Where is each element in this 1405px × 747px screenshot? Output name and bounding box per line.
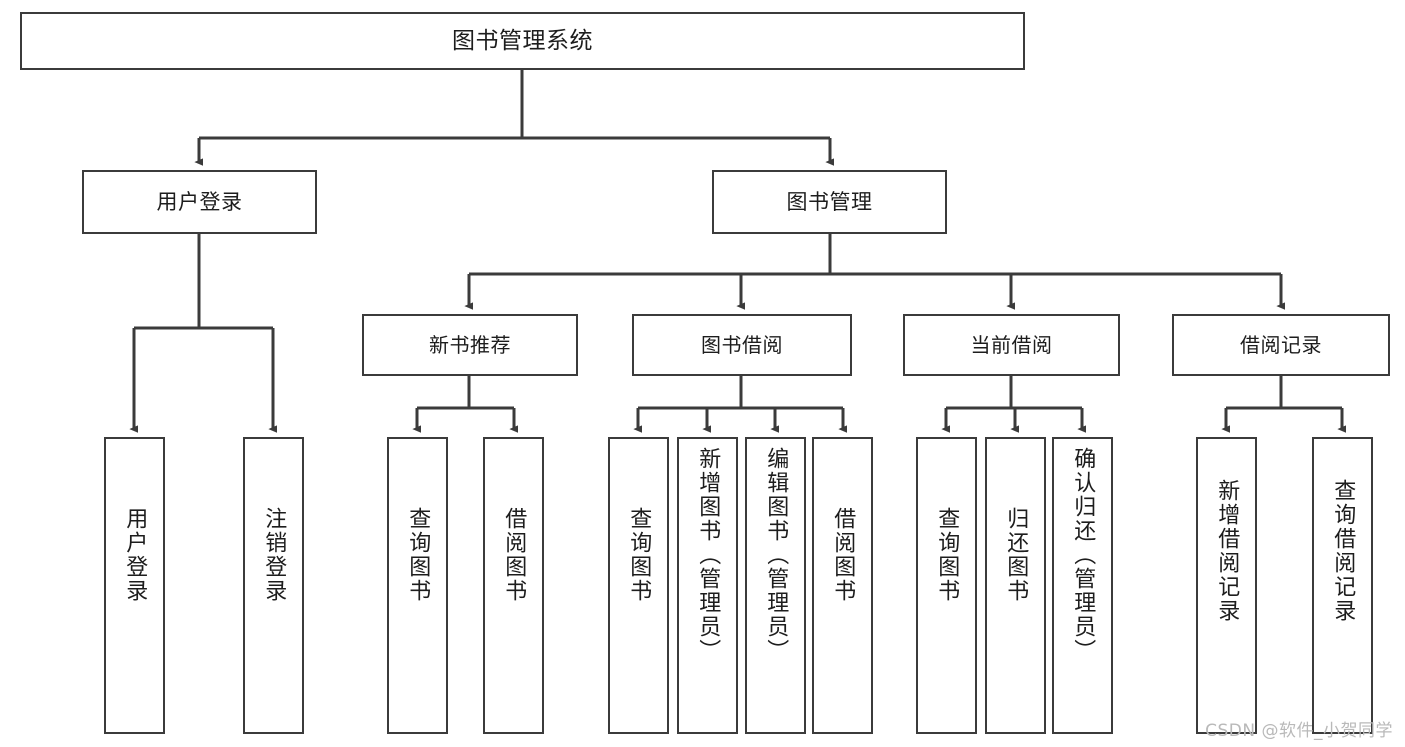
node-leaf-query-book-2[interactable]: 查询图书 <box>608 437 669 734</box>
watermark: CSDN @软件_小贺同学 <box>1205 721 1393 741</box>
node-leaf-query-book-1-label: 查询图书 <box>405 507 431 603</box>
node-leaf-query-borrow-record[interactable]: 查询借阅记录 <box>1312 437 1373 734</box>
node-borrow-record-label: 借阅记录 <box>1240 332 1322 357</box>
node-leaf-borrow-book-1-label: 借阅图书 <box>501 507 527 603</box>
node-root-label: 图书管理系统 <box>452 27 593 54</box>
node-leaf-query-book-3[interactable]: 查询图书 <box>916 437 977 734</box>
node-leaf-borrow-book-2[interactable]: 借阅图书 <box>812 437 873 734</box>
node-leaf-query-book-3-label: 查询图书 <box>934 507 960 603</box>
node-new-book-recommend[interactable]: 新书推荐 <box>362 314 578 376</box>
node-leaf-add-borrow-record-label: 新增借阅记录 <box>1214 479 1240 623</box>
node-leaf-confirm-return-admin[interactable]: 确认归还（管理员） <box>1052 437 1113 734</box>
node-current-borrow[interactable]: 当前借阅 <box>903 314 1120 376</box>
node-root[interactable]: 图书管理系统 <box>20 12 1025 70</box>
node-new-book-recommend-label: 新书推荐 <box>429 332 511 357</box>
node-book-manage[interactable]: 图书管理 <box>712 170 947 234</box>
node-leaf-borrow-book-1[interactable]: 借阅图书 <box>483 437 544 734</box>
node-leaf-logout-login[interactable]: 注销登录 <box>243 437 304 734</box>
node-leaf-logout-login-label: 注销登录 <box>261 507 287 603</box>
node-leaf-user-login-label: 用户登录 <box>122 507 148 603</box>
node-leaf-user-login[interactable]: 用户登录 <box>104 437 165 734</box>
node-current-borrow-label: 当前借阅 <box>970 332 1053 357</box>
node-leaf-edit-book-admin-label: 编辑图书（管理员） <box>763 447 789 663</box>
node-book-manage-label: 图书管理 <box>786 189 873 214</box>
node-leaf-add-borrow-record[interactable]: 新增借阅记录 <box>1196 437 1257 734</box>
node-leaf-add-book-admin-label: 新增图书（管理员） <box>695 447 721 663</box>
node-leaf-query-book-2-label: 查询图书 <box>626 507 652 603</box>
node-user-login-label: 用户登录 <box>156 189 243 214</box>
node-leaf-confirm-return-admin-label: 确认归还（管理员） <box>1070 447 1096 663</box>
node-book-borrow[interactable]: 图书借阅 <box>632 314 852 376</box>
node-book-borrow-label: 图书借阅 <box>701 332 783 357</box>
node-leaf-borrow-book-2-label: 借阅图书 <box>830 507 856 603</box>
node-leaf-return-book-label: 归还图书 <box>1003 507 1029 603</box>
node-borrow-record[interactable]: 借阅记录 <box>1172 314 1390 376</box>
node-leaf-query-book-1[interactable]: 查询图书 <box>387 437 448 734</box>
node-leaf-add-book-admin[interactable]: 新增图书（管理员） <box>677 437 738 734</box>
node-leaf-return-book[interactable]: 归还图书 <box>985 437 1046 734</box>
node-user-login[interactable]: 用户登录 <box>82 170 317 234</box>
node-leaf-edit-book-admin[interactable]: 编辑图书（管理员） <box>745 437 806 734</box>
node-leaf-query-borrow-record-label: 查询借阅记录 <box>1330 479 1356 623</box>
